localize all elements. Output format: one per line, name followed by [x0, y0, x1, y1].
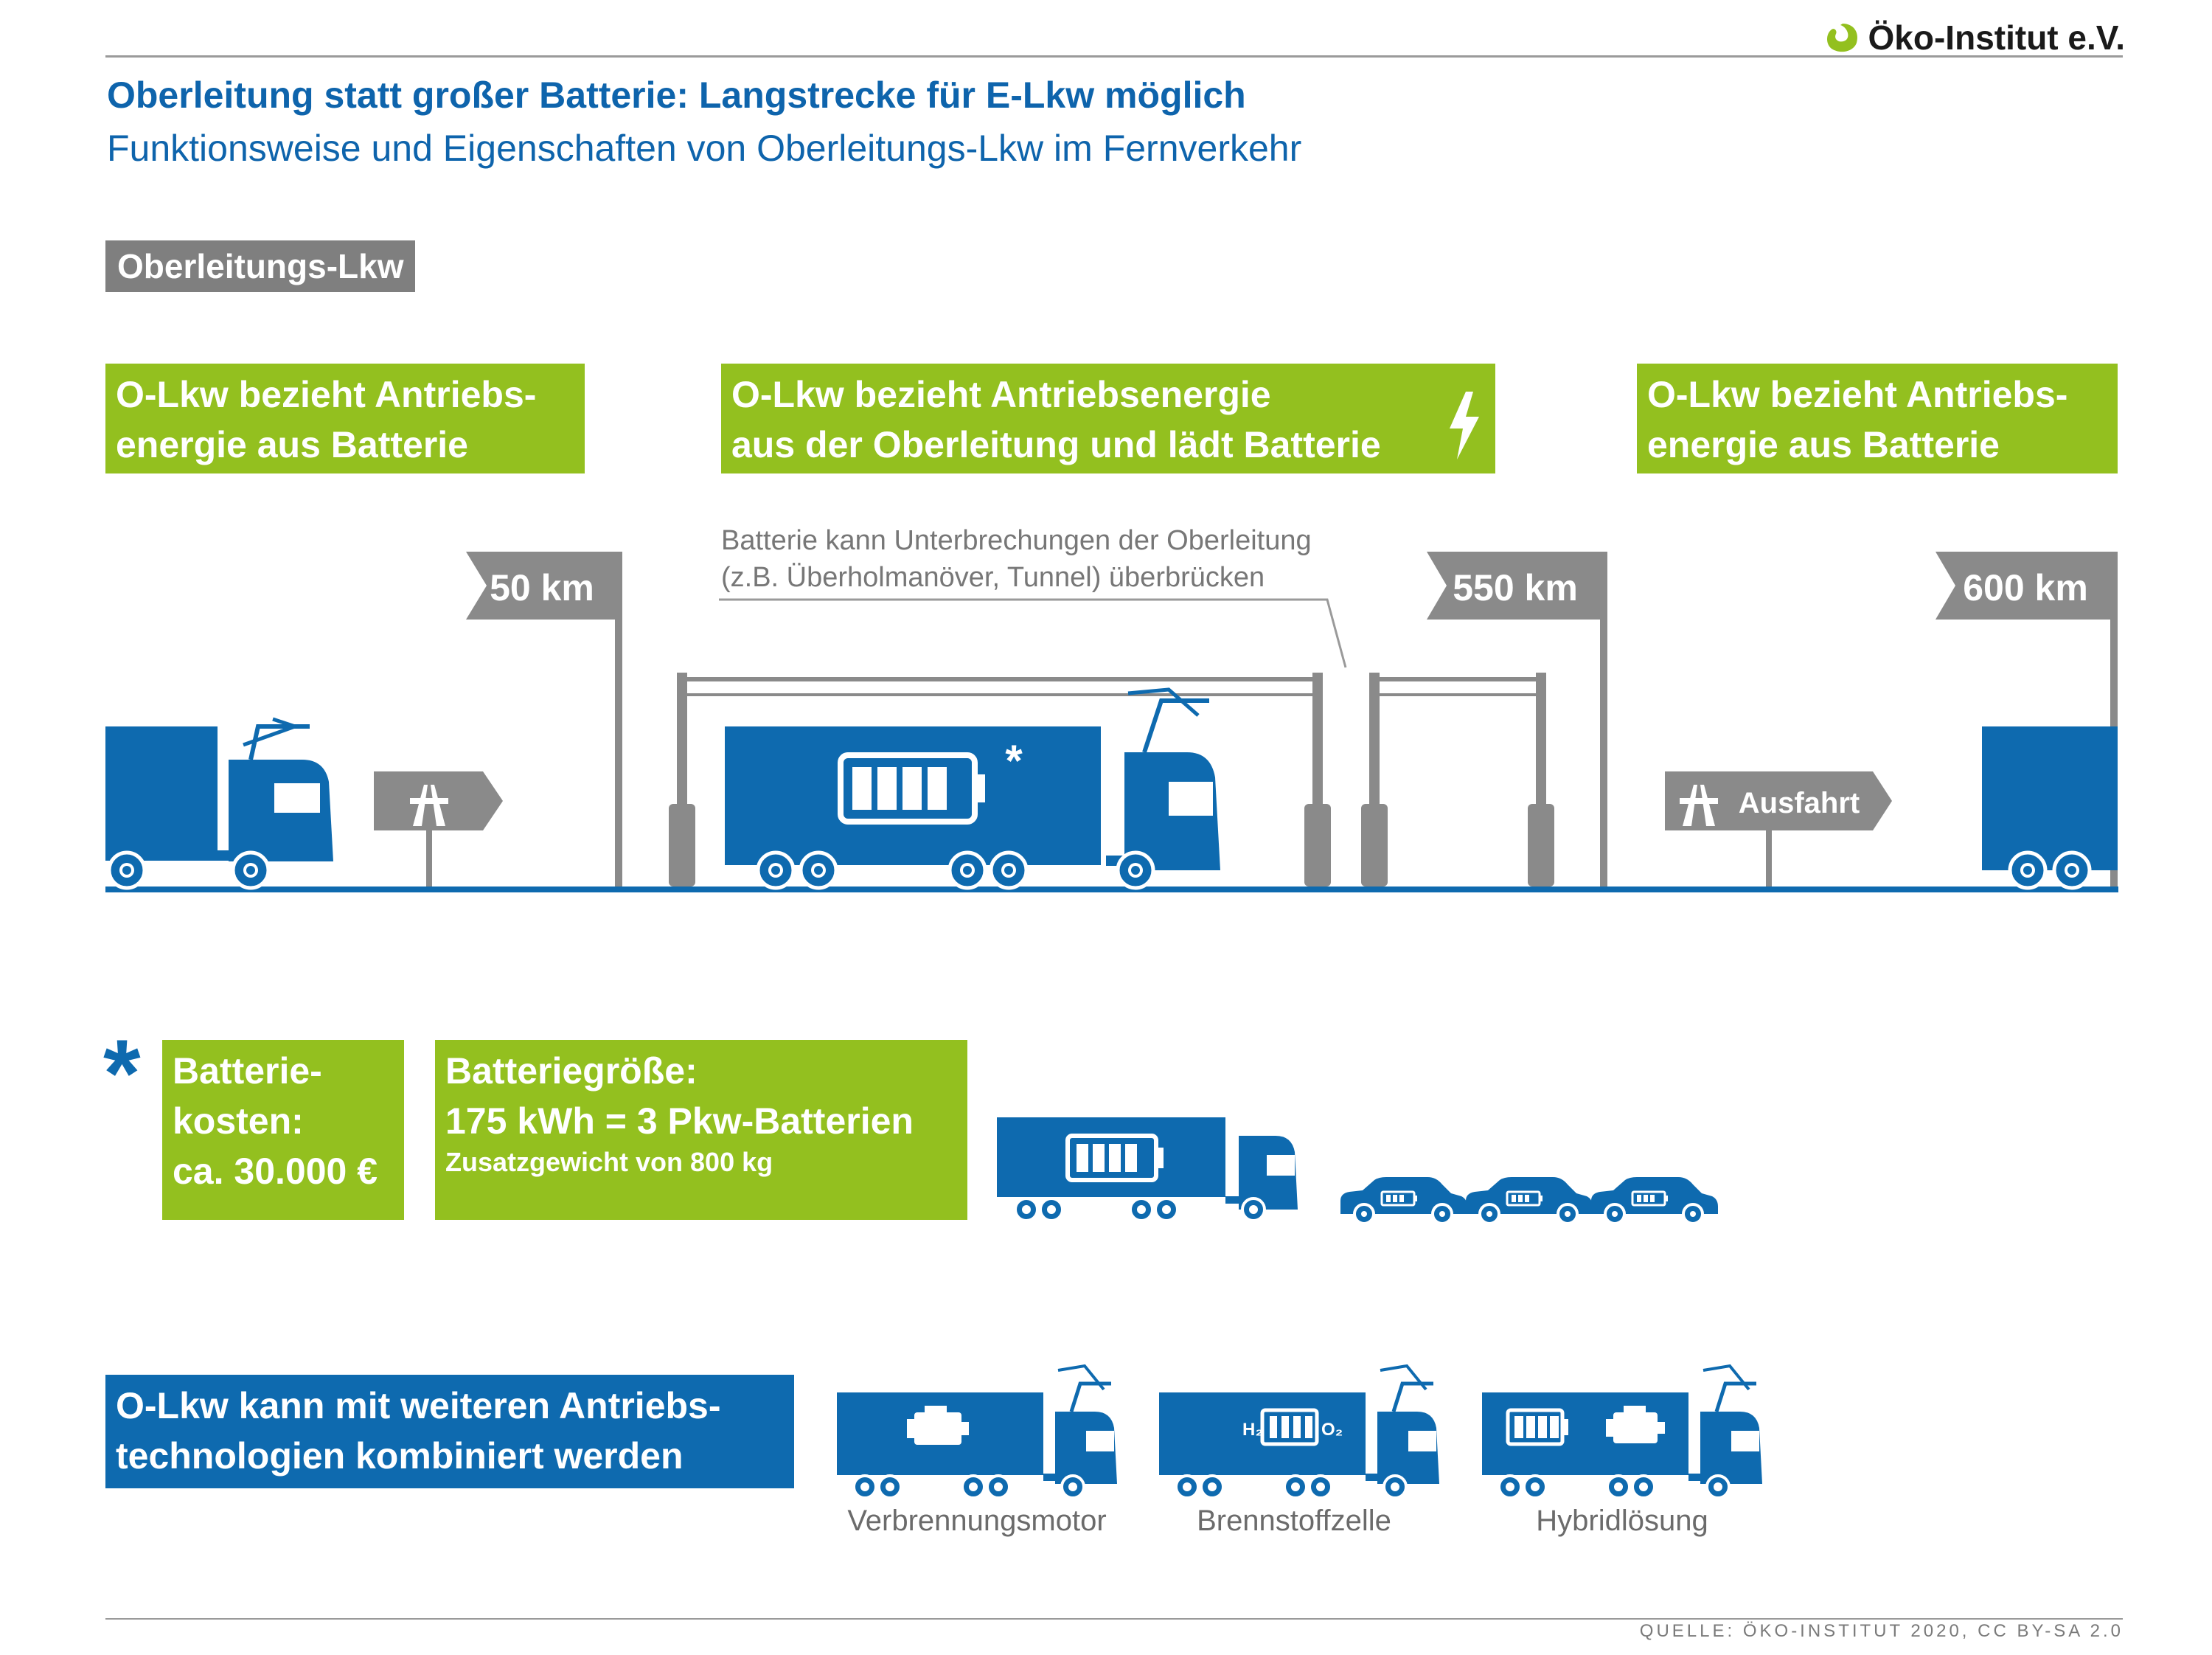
road-scene: 50 km 550 km 600 km Ausfahrt [105, 552, 2118, 892]
h2-label: H₂ [1242, 1420, 1263, 1440]
distance-sign-600: 600 km [1935, 552, 2118, 887]
battery-size-line3: Zusatzgewicht von 800 kg [445, 1147, 773, 1177]
phase-box-end: O-Lkw bezieht Antriebs- energie aus Batt… [1637, 364, 2118, 473]
fuel-cell-icon: H₂ O₂ [1242, 1408, 1343, 1446]
engine-icon [1606, 1406, 1665, 1443]
oeko-institut-logo: Öko-Institut e.V. [1824, 18, 2125, 58]
truck-combustion [837, 1366, 1117, 1498]
battery-star-mark: * [1005, 736, 1023, 785]
road-line [105, 887, 2118, 892]
battery-cost-line1: Batterie- [173, 1050, 322, 1092]
motorway-icon [1680, 785, 1718, 826]
phase-box-end-line2: energie aus Batterie [1647, 424, 2000, 465]
source-note: QUELLE: ÖKO-INSTITUT 2020, CC BY-SA 2.0 [1639, 1621, 2124, 1641]
combination-line1: O-Lkw kann mit weiteren Antriebs- [116, 1385, 721, 1426]
combination-box: O-Lkw kann mit weiteren Antriebs- techno… [105, 1375, 794, 1488]
overhead-gantry-2 [1361, 673, 1554, 887]
engine-icon [907, 1406, 969, 1445]
logo-text: Öko-Institut e.V. [1868, 18, 2125, 57]
phase-box-overhead-line1: O-Lkw bezieht Antriebsenergie [731, 374, 1271, 415]
combination-line2: technologien kombiniert werden [116, 1435, 684, 1477]
interruption-note-line1: Batterie kann Unterbrechungen der Oberle… [721, 525, 1312, 556]
motorway-icon [410, 785, 448, 826]
interruption-note: Batterie kann Unterbrechungen der Oberle… [721, 522, 1312, 596]
leaf-logo-icon [1826, 24, 1857, 52]
battery-size-line2: 175 kWh = 3 Pkw-Batterien [445, 1100, 914, 1142]
truck-hybrid [1482, 1366, 1762, 1498]
caption-hybrid: Hybridlösung [1536, 1505, 1708, 1537]
footnote-star: * [103, 1019, 141, 1127]
section-tag: Oberleitungs-Lkw [105, 240, 416, 292]
phase-box-overhead-line2: aus der Oberleitung und lädt Batterie [731, 424, 1381, 465]
distance-sign-50: 50 km [466, 552, 622, 887]
car-battery-1 [1339, 1176, 1469, 1225]
car-battery-2 [1464, 1176, 1594, 1225]
distance-sign-550-label: 550 km [1453, 567, 1578, 608]
battery-cost-line2: kosten: [173, 1100, 304, 1142]
truck-right [1982, 726, 2118, 888]
page-title: Oberleitung statt großer Batterie: Langs… [107, 74, 1246, 116]
o2-label: O₂ [1321, 1420, 1343, 1440]
truck-main: * [725, 687, 1220, 888]
truck-fuel-cell: H₂ O₂ [1159, 1366, 1439, 1498]
battery-icon [1506, 1408, 1568, 1446]
motorway-sign [374, 771, 503, 887]
phase-box-start-line1: O-Lkw bezieht Antriebs- [116, 374, 537, 415]
battery-size-line1: Batteriegröße: [445, 1050, 698, 1092]
overhead-gantry-1 [669, 673, 1331, 887]
interruption-note-line2: (z.B. Überholmanöver, Tunnel) überbrücke… [721, 562, 1265, 593]
phase-box-end-line1: O-Lkw bezieht Antriebs- [1647, 374, 2068, 415]
caption-combustion: Verbrennungsmotor [847, 1505, 1107, 1537]
truck-left [105, 717, 333, 888]
lightning-icon [1450, 392, 1479, 459]
exit-sign-label: Ausfahrt [1739, 787, 1860, 819]
battery-size-box: Batteriegröße: 175 kWh = 3 Pkw-Batterien… [435, 1040, 967, 1220]
phase-box-start: O-Lkw bezieht Antriebs- energie aus Batt… [105, 364, 585, 473]
distance-sign-600-label: 600 km [1963, 567, 2088, 608]
top-divider [105, 55, 2123, 58]
battery-icon [838, 752, 985, 825]
comparison-truck [997, 1117, 1298, 1222]
page-subtitle: Funktionsweise und Eigenschaften von Obe… [107, 128, 1302, 169]
battery-cost-box: Batterie- kosten: ca. 30.000 € [162, 1040, 404, 1220]
distance-sign-50-label: 50 km [490, 567, 594, 608]
battery-icon [1065, 1134, 1164, 1182]
distance-sign-550: 550 km [1427, 552, 1607, 887]
annotation-leader-line [719, 598, 1347, 668]
phase-box-overhead: O-Lkw bezieht Antriebsenergie aus der Ob… [721, 364, 1495, 473]
battery-cost-line3: ca. 30.000 € [173, 1151, 378, 1192]
phase-box-start-line2: energie aus Batterie [116, 424, 468, 465]
caption-fuel-cell: Brennstoffzelle [1197, 1505, 1391, 1537]
bottom-divider [105, 1618, 2123, 1620]
car-battery-3 [1590, 1176, 1719, 1225]
exit-sign: Ausfahrt [1665, 771, 1892, 887]
